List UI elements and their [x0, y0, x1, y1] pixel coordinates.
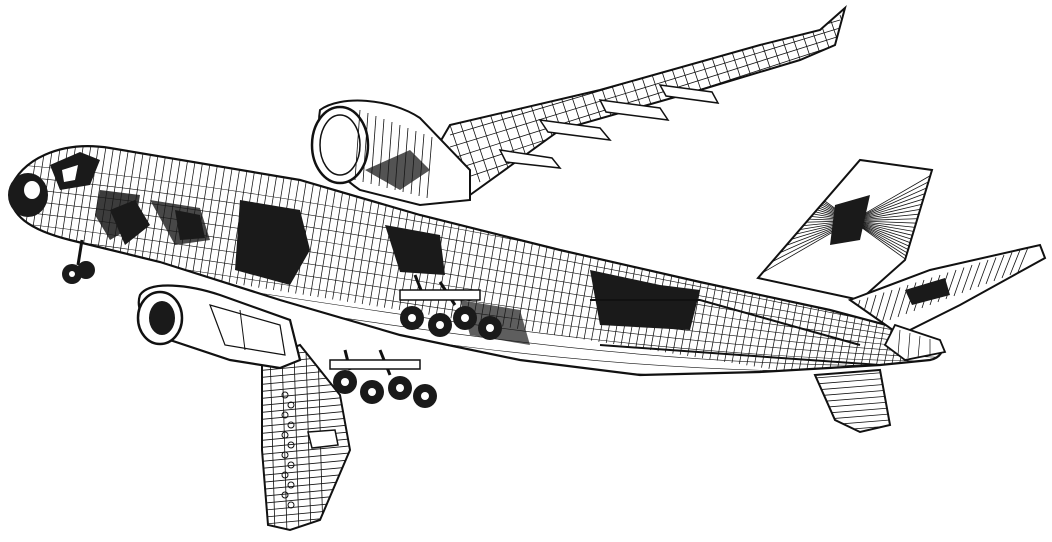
tail-cone — [883, 323, 947, 361]
wing-flap-track-fairings — [498, 84, 720, 169]
main-landing-gear-forward — [399, 274, 502, 340]
left-engine-nacelle — [136, 284, 302, 370]
right-engine-nacelle — [310, 99, 471, 207]
forward-cabin-cutaway — [235, 200, 310, 285]
left-horizontal-stabilizer — [813, 368, 892, 434]
center-cabin-cutaway — [385, 225, 445, 275]
main-landing-gear-aft — [329, 349, 437, 408]
cockpit — [50, 152, 205, 245]
nose-radome — [8, 173, 48, 217]
left-wing — [261, 343, 352, 532]
right-horizontal-stabilizer — [847, 243, 1047, 337]
nose-landing-gear — [62, 239, 95, 284]
right-wing — [413, 5, 847, 197]
